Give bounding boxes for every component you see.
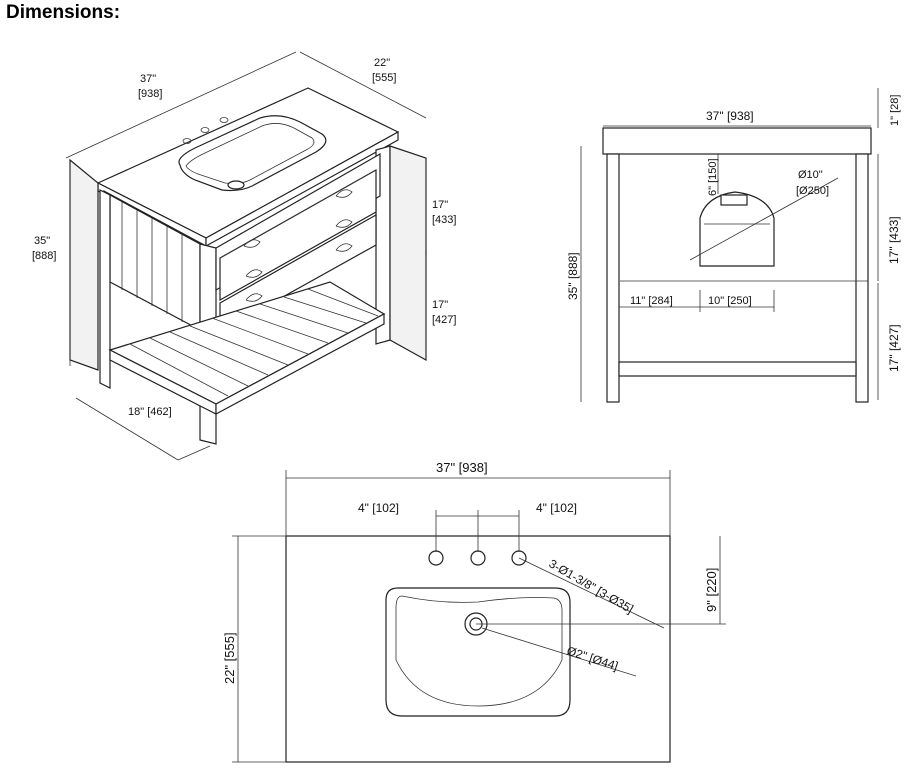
front-basin-dia-label: Ø10" <box>798 169 823 181</box>
front-top-thick-label: 1" [28] <box>889 95 901 126</box>
top-width-label: 37" [938] <box>436 460 488 475</box>
top-depth-label: 22" [555] <box>222 632 237 684</box>
top-plan-view: 37" [938] 4" [102] 4" [102] 3-Ø1-3/8" [3… <box>222 460 726 763</box>
persp-lower-label: 17" <box>432 299 448 311</box>
persp-depth-top-mm-label: [555] <box>372 72 396 84</box>
persp-upper-label: 17" <box>432 199 448 211</box>
front-lower-label: 17" [427] <box>887 324 901 372</box>
perspective-view: 37" [938] 22" [555] 35" [888] 17" [433] … <box>32 51 456 461</box>
persp-height-label: 35" <box>34 235 50 247</box>
persp-width-label: 37" <box>140 73 156 85</box>
persp-depth-top-label: 22" <box>374 57 390 69</box>
front-offset-label: 11" [284] <box>630 295 673 307</box>
top-spacing-right-label: 4" [102] <box>536 501 577 515</box>
persp-height-mm-label: [888] <box>32 250 56 262</box>
persp-depth-label: 18" [462] <box>128 406 172 418</box>
persp-lower-mm-label: [427] <box>432 314 456 326</box>
front-top-width-label: 37" [938] <box>706 109 754 123</box>
persp-upper-mm-label: [433] <box>432 214 456 226</box>
front-elevation: 37" [938] 1" [28] 6" [150] Ø10" [Ø250] 3… <box>566 88 901 403</box>
page-title: Dimensions: <box>6 2 121 23</box>
front-basin-depth-label: 6" [150] <box>707 158 719 196</box>
front-basin-dia-mm-label: [Ø250] <box>796 185 829 197</box>
front-basin-w-label: 10" [250] <box>708 295 752 307</box>
front-upper-label: 17" [433] <box>887 216 901 264</box>
persp-width-mm-label: [938] <box>138 88 162 100</box>
front-height-label: 35" [888] <box>566 252 580 300</box>
top-drain-offset-label: 9" [220] <box>704 568 719 612</box>
top-spacing-left-label: 4" [102] <box>358 501 399 515</box>
